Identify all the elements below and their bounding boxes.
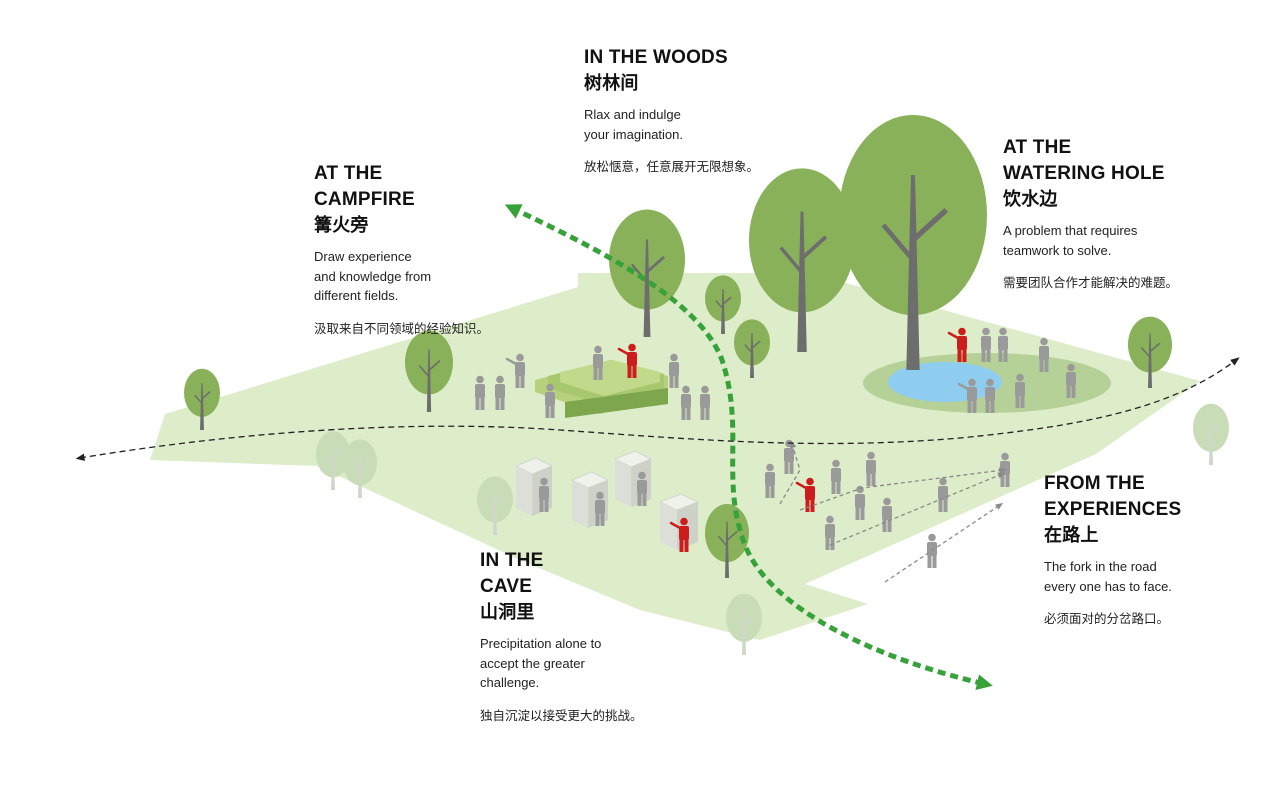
desc-line: Precipitation alone to <box>480 636 602 651</box>
zone-description: Draw experience and knowledge from diffe… <box>314 247 554 306</box>
zone-woods: IN THE WOODS 树林间 Rlax and indulge your i… <box>584 45 844 176</box>
zone-cave: IN THE CAVE 山洞里 Precipitation alone to a… <box>480 548 720 725</box>
desc-line: every one has to face. <box>1044 578 1172 594</box>
zone-description: The fork in the road every one has to fa… <box>1044 557 1264 596</box>
desc-line: A problem that requires <box>1003 223 1138 238</box>
zone-title: CAVE <box>480 576 533 597</box>
zone-title: EXPERIENCES <box>1044 499 1182 520</box>
zone-description-zh: 必须面对的分岔路口。 <box>1044 611 1170 626</box>
zone-description: Rlax and indulge your imagination. <box>584 105 844 144</box>
person-icon <box>998 327 1008 362</box>
zone-title: IN THE WOODS <box>584 47 728 68</box>
cave-box-icon <box>658 493 700 550</box>
zone-description-zh: 需要团队合作才能解决的难题。 <box>1003 275 1179 290</box>
desc-line: Draw experience <box>314 249 412 264</box>
zone-title-zh: 在路上 <box>1044 525 1099 546</box>
zone-title: AT THE <box>314 163 383 184</box>
zone-title-zh: 山洞里 <box>480 602 535 623</box>
desc-line: your imagination. <box>584 126 683 142</box>
desc-line: The fork in the road <box>1044 559 1157 574</box>
zone-experiences: FROM THE EXPERIENCES 在路上 The fork in the… <box>1044 471 1264 628</box>
desc-line: challenge. <box>480 675 540 690</box>
zone-title-zh: 饮水边 <box>1003 189 1058 210</box>
tree-icon <box>477 476 513 535</box>
zone-campfire: AT THE CAMPFIRE 篝火旁 Draw experience and … <box>314 161 554 338</box>
zone-description: A problem that requires teamwork to solv… <box>1003 221 1263 260</box>
zone-description: Precipitation alone to accept the greate… <box>480 634 720 693</box>
zone-title: IN THE <box>480 550 544 571</box>
zone-title-zh: 篝火旁 <box>314 215 369 236</box>
desc-line: accept the greater <box>480 655 585 671</box>
zone-description-zh: 放松惬意，任意展开无限想象。 <box>584 159 760 174</box>
zone-title: CAMPFIRE <box>314 189 415 210</box>
zone-watering-hole: AT THE WATERING HOLE 饮水边 A problem that … <box>1003 135 1263 292</box>
green-route-path <box>504 204 993 691</box>
desc-line: Rlax and indulge <box>584 107 681 122</box>
zone-description-zh: 汲取来自不同领域的经验知识。 <box>314 320 490 336</box>
tree-icon <box>1193 403 1229 465</box>
desc-line: and knowledge from <box>314 268 432 284</box>
tree-icon <box>726 593 762 655</box>
desc-line: teamwork to solve. <box>1003 242 1112 258</box>
zone-title: AT THE <box>1003 137 1072 158</box>
desc-line: different fields. <box>314 288 399 303</box>
zone-title: FROM THE <box>1044 473 1145 494</box>
zone-description-zh: 独自沉淀以接受更大的挑战。 <box>480 707 643 723</box>
zone-title: WATERING HOLE <box>1003 163 1165 184</box>
zone-title-zh: 树林间 <box>584 73 639 94</box>
